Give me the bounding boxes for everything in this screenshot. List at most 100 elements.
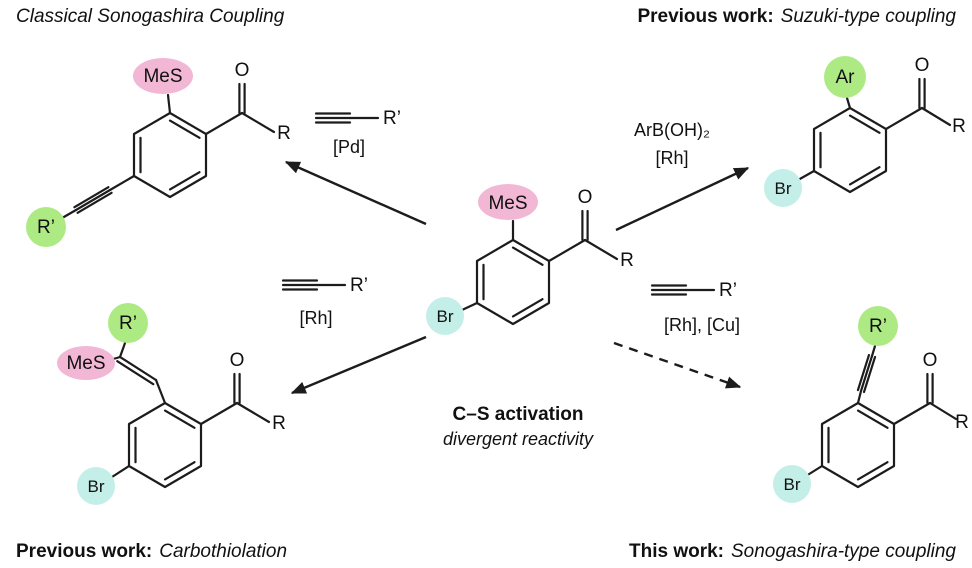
reagent-ne: ArB(OH)₂ [Rh]	[634, 120, 710, 168]
caption-top-right: Previous work: Suzuki-type coupling	[637, 6, 956, 27]
boronic-acid-label: ArB(OH)₂	[634, 120, 710, 140]
product-sonogashira-this-work: O R R’ Br	[773, 306, 969, 503]
oxygen-label: O	[915, 55, 930, 76]
caption-desc-label: Sonogashira-type coupling	[731, 541, 956, 562]
bond	[856, 409, 889, 429]
bond	[154, 378, 167, 405]
center-subtitle: divergent reactivity	[443, 429, 594, 449]
alkyne-highlight	[108, 303, 148, 343]
r-label: R	[277, 123, 291, 144]
bond	[511, 246, 544, 266]
triple-bond	[856, 353, 871, 392]
caption-desc-label: Suzuki-type coupling	[781, 6, 957, 27]
catalyst-label: [Rh]	[655, 148, 688, 168]
bond	[166, 93, 172, 115]
oxygen-label: O	[923, 350, 938, 371]
catalyst-label: [Rh]	[299, 308, 332, 328]
bond	[804, 464, 824, 478]
catalyst-label: [Rh], [Cu]	[664, 315, 740, 335]
caption-desc-label: Carbothiolation	[159, 541, 287, 562]
br-label: Br	[437, 307, 454, 326]
bond	[199, 401, 239, 426]
bond	[848, 166, 881, 186]
alkyne-highlight	[26, 207, 66, 247]
bond	[928, 401, 958, 421]
catalyst-label: [Pd]	[333, 137, 365, 157]
thioether-highlight	[478, 184, 538, 220]
product-classical-sonogashira: MeS O R R’	[26, 58, 291, 247]
reagent-r-prime: R’	[350, 275, 368, 296]
caption-top-left: Classical Sonogashira Coupling	[16, 6, 285, 27]
bond	[118, 341, 127, 359]
arrow-ne	[615, 166, 750, 232]
bond	[235, 401, 271, 424]
mes-label: MeS	[488, 193, 527, 214]
bond	[848, 114, 881, 134]
ar-label: Ar	[836, 67, 856, 88]
center-title: C–S activation	[453, 404, 584, 425]
mes-label: MeS	[66, 353, 105, 374]
reagent-nw: R’ [Pd]	[314, 108, 401, 157]
mes-label: MeS	[143, 66, 182, 87]
triple-bond	[74, 188, 112, 212]
arrow-se-dashed	[613, 341, 742, 389]
benzene-ring	[475, 238, 551, 326]
bond	[796, 169, 816, 182]
product-carbothiolation: O R MeS R’ Br	[57, 303, 286, 505]
center-caption: C–S activation divergent reactivity	[443, 404, 594, 449]
triple-bond	[76, 191, 113, 214]
r-prime-label: R’	[119, 313, 137, 334]
bond	[168, 171, 201, 191]
bond	[856, 461, 889, 481]
br-label: Br	[775, 179, 792, 198]
reagent-sw: R’ [Rh]	[281, 275, 368, 328]
bond	[511, 298, 544, 318]
bond	[61, 208, 78, 219]
bond	[845, 96, 852, 110]
reagent-r-prime: R’	[719, 280, 737, 301]
r-label: R	[952, 116, 966, 137]
caption-bottom-right: This work:Sonogashira-type coupling	[629, 541, 956, 562]
triple-bond	[859, 354, 874, 393]
caption-work-label: Previous work:	[637, 6, 773, 27]
bond	[163, 409, 196, 429]
bond	[240, 111, 276, 134]
triple-bond	[862, 355, 877, 394]
central-substrate: MeS O R Br	[426, 184, 634, 335]
bond	[870, 344, 877, 358]
oxygen-label: O	[578, 187, 593, 208]
bromide-highlight	[426, 297, 464, 335]
bond	[884, 106, 924, 131]
r-prime-label: R’	[869, 316, 887, 337]
caption-work-label: Previous work:	[16, 541, 152, 562]
r-label: R	[272, 413, 286, 434]
bromide-highlight	[773, 465, 811, 503]
oxygen-label: O	[230, 350, 245, 371]
oxygen-label: O	[235, 60, 250, 81]
double-bond	[118, 355, 158, 382]
arrow-sw	[290, 335, 427, 395]
bromide-highlight	[77, 467, 115, 505]
bond	[892, 401, 932, 426]
bond	[108, 174, 136, 192]
benzene-ring	[127, 401, 203, 489]
benzene-ring	[132, 111, 208, 199]
bond	[856, 389, 863, 405]
triple-bond	[73, 186, 110, 209]
br-label: Br	[88, 477, 105, 496]
thioether-highlight	[57, 346, 115, 380]
bond	[460, 301, 479, 312]
bond	[920, 106, 952, 127]
reaction-arrows	[284, 160, 750, 395]
thioether-highlight	[133, 58, 193, 94]
aryl-highlight	[824, 56, 866, 98]
reagent-r-prime: R’	[383, 108, 401, 129]
arrow-nw	[284, 160, 427, 226]
reagent-se: R’ [Rh], [Cu]	[650, 280, 740, 335]
alkyne-highlight	[858, 306, 898, 346]
bond	[204, 111, 244, 136]
product-suzuki: Ar O R Br	[764, 55, 966, 207]
bond	[547, 238, 587, 263]
